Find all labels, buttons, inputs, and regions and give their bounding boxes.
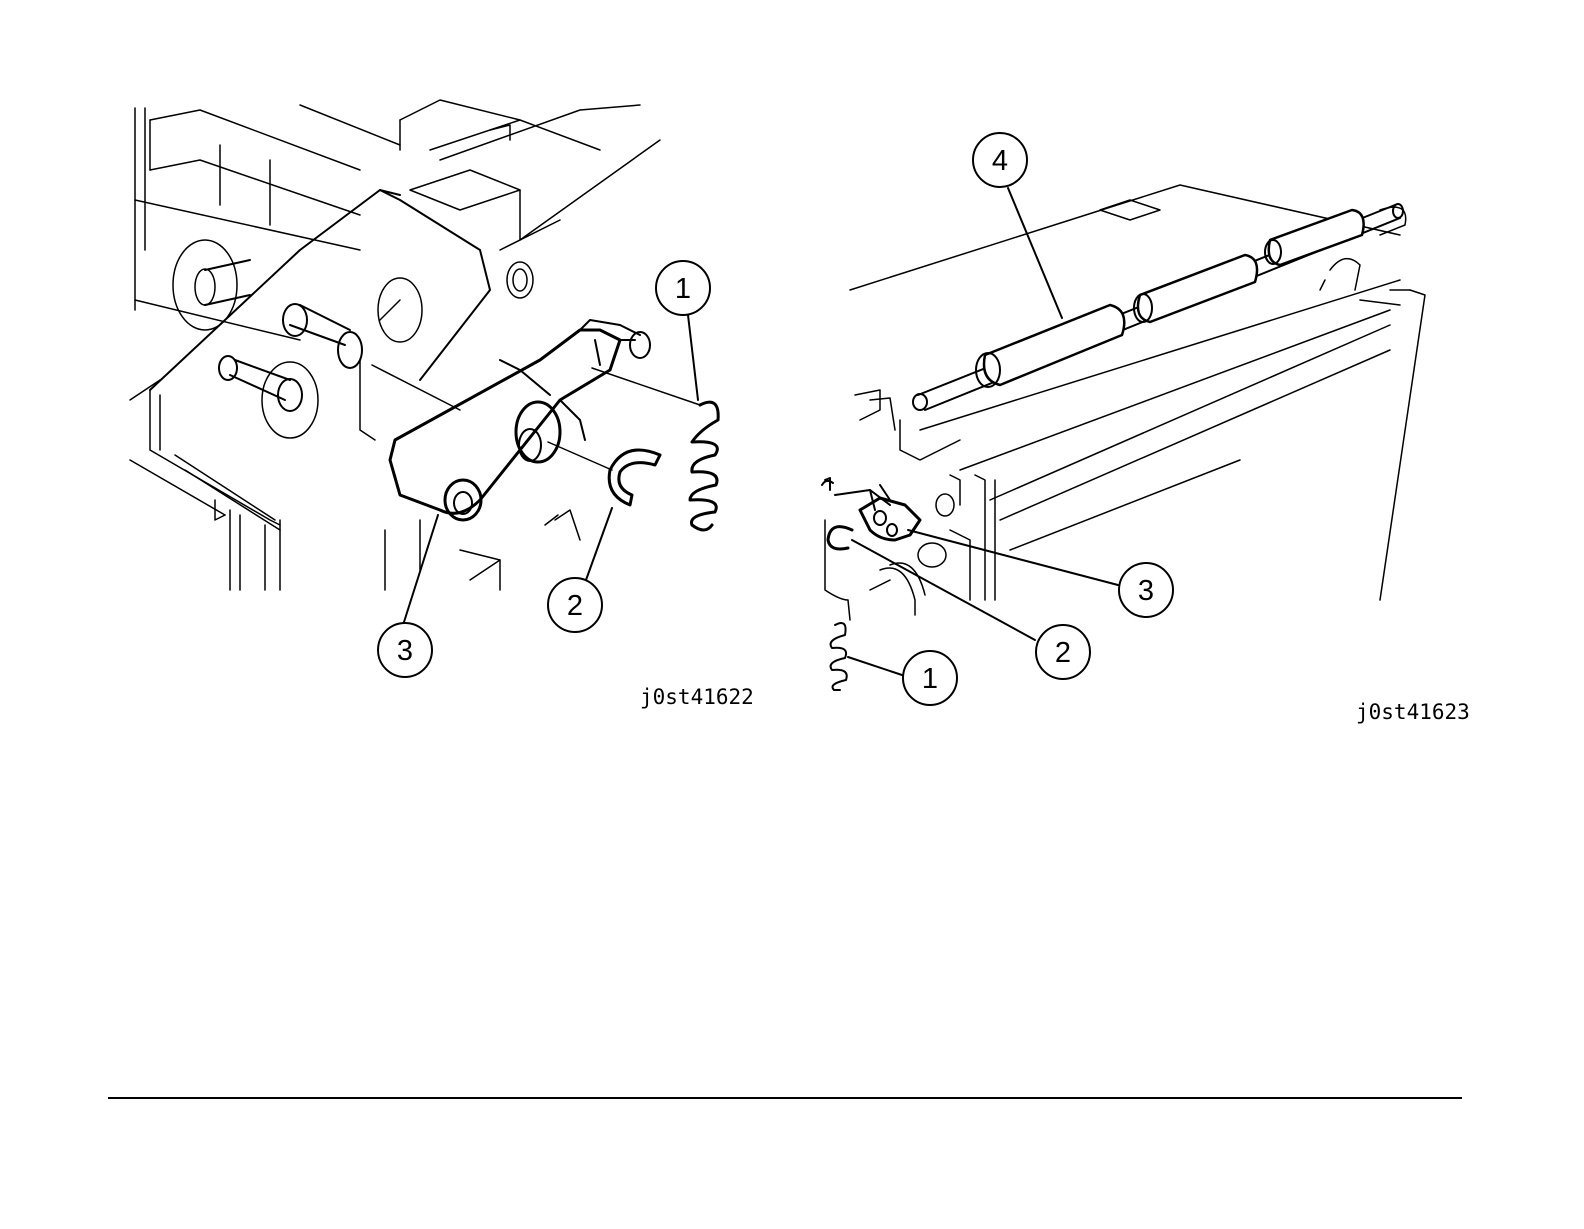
leader-3-right [908,530,1118,585]
figure-id-right: j0st41623 [1356,700,1470,724]
callout-1-left: 1 [656,261,710,315]
svg-text:1: 1 [675,273,691,305]
leader-3-left [404,515,438,622]
leader-4-right [1008,188,1062,318]
callout-1-right: 1 [903,651,957,705]
callout-3-left: 3 [378,623,432,677]
leader-2-right [852,540,1035,640]
svg-text:2: 2 [1055,637,1071,669]
svg-text:4: 4 [992,145,1008,177]
spring-left [592,368,718,530]
svg-text:2: 2 [567,590,583,622]
svg-text:3: 3 [397,635,413,667]
leader-1-left [688,315,698,400]
callout-2-right: 2 [1036,625,1090,679]
figure-id-left: j0st41622 [640,685,754,709]
svg-text:1: 1 [922,663,938,695]
roller-shaft [913,204,1406,410]
spring-right [831,623,847,690]
e-clip-left [545,450,660,540]
callout-4-right: 4 [973,133,1027,187]
lever-assembly-right [822,478,920,620]
callout-2-left: 2 [548,578,602,632]
lever-arm-left [372,320,650,520]
leader-2-left [586,508,612,580]
leader-1-right [848,657,902,675]
e-clip-right-shape [828,527,852,549]
callout-3-right: 3 [1119,563,1173,617]
svg-text:3: 3 [1138,575,1154,607]
figure-left-illustration [130,100,660,590]
figure-right-illustration [850,185,1425,615]
